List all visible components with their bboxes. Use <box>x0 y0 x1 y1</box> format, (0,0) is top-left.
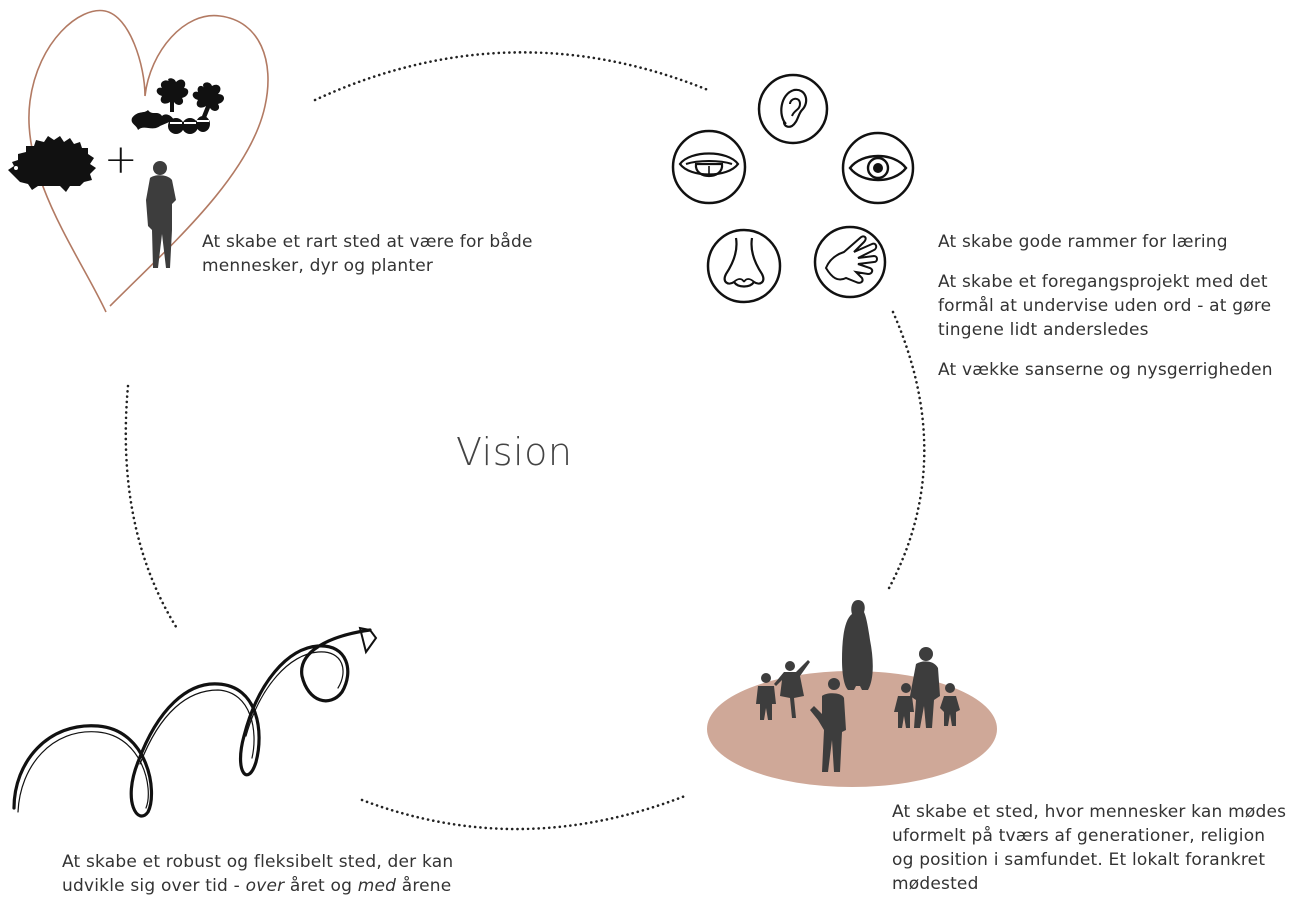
arc-left <box>124 384 180 632</box>
robust-vision-text: At skabe et robust og fleksibelt sted, d… <box>62 850 502 898</box>
spiral-ribbon-icon <box>12 626 378 818</box>
senses-item: At skabe et foregangsprojekt med det for… <box>938 272 1272 340</box>
arc-top <box>313 51 710 102</box>
heart-icon <box>28 9 269 313</box>
mouth-icon <box>671 129 747 205</box>
arc-bottom <box>360 794 687 831</box>
arc-right <box>886 310 926 592</box>
senses-vision-list: At skabe gode rammer for læring At skabe… <box>938 230 1310 398</box>
hedgehog-silhouette-icon <box>8 136 96 192</box>
nature-vision-text: At skabe et rart sted at være for både m… <box>202 232 533 276</box>
robust-text-part: At skabe et robust og fleksibelt sted, d… <box>62 852 454 896</box>
hand-icon <box>813 225 887 299</box>
plus-sign: + <box>104 137 138 183</box>
oak-leaves-acorns-icon <box>131 78 224 134</box>
senses-item: At vække sanserne og nysgerrigheden <box>938 360 1273 380</box>
senses-item: At skabe gode rammer for læring <box>938 232 1228 252</box>
robust-text-part: årene <box>396 876 452 896</box>
robust-text-part: året og <box>284 876 358 896</box>
people-silhouettes-icon <box>756 600 960 772</box>
person-silhouette-icon <box>146 161 176 268</box>
community-vision-text: At skabe et sted, hvor mennesker kan mød… <box>892 802 1287 894</box>
nose-icon <box>706 228 782 304</box>
robust-emphasis-over: over <box>245 876 285 896</box>
page-title: Vision <box>456 430 573 474</box>
eye-icon <box>841 131 915 205</box>
ear-icon <box>757 73 829 145</box>
robust-emphasis-med: med <box>357 876 397 896</box>
